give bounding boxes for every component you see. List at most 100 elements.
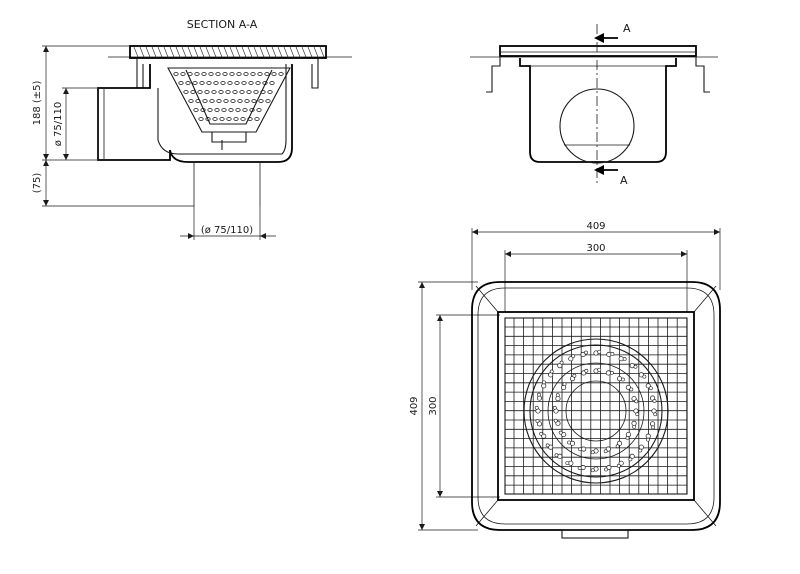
perforation bbox=[204, 90, 210, 94]
perforation bbox=[251, 99, 257, 103]
plan-perforation bbox=[603, 449, 608, 454]
dim-height-label: 188 (±5) bbox=[32, 80, 43, 125]
plan-perforation bbox=[577, 466, 582, 470]
plan-perforation bbox=[606, 464, 612, 471]
plan-perforation bbox=[620, 377, 625, 382]
corner-br bbox=[693, 499, 717, 527]
perforation bbox=[237, 99, 243, 103]
plan-perforation bbox=[634, 399, 639, 404]
perforation bbox=[253, 90, 259, 94]
outlet-tab bbox=[561, 529, 629, 539]
plan-perforation bbox=[536, 395, 543, 401]
plan-perforation bbox=[569, 440, 576, 446]
plan-perforation bbox=[580, 351, 586, 358]
side-left-flange bbox=[486, 56, 501, 93]
grate-bar bbox=[187, 46, 193, 58]
grate-frame-section bbox=[129, 45, 327, 59]
perforation bbox=[208, 72, 214, 76]
plan-perforation bbox=[590, 450, 595, 455]
perforation bbox=[222, 72, 228, 76]
plan-perforation bbox=[610, 352, 615, 356]
plan-perforation bbox=[590, 468, 595, 473]
perforation bbox=[218, 90, 224, 94]
side-right-flange bbox=[695, 56, 710, 93]
perforation bbox=[206, 81, 212, 85]
plan-perforation bbox=[571, 354, 576, 359]
plan-perforation bbox=[645, 383, 651, 389]
plan-perforation bbox=[653, 412, 658, 417]
drain-inner bbox=[157, 64, 287, 155]
perforation bbox=[202, 99, 208, 103]
plan-perforation bbox=[568, 356, 574, 362]
section-arrowhead-top bbox=[594, 33, 604, 43]
plan-perforation bbox=[605, 446, 611, 452]
perforation bbox=[234, 81, 240, 85]
plan-perforation bbox=[580, 464, 586, 471]
perforation bbox=[250, 72, 256, 76]
plan-perforation bbox=[597, 349, 602, 354]
plan-perforation bbox=[558, 430, 563, 435]
plan-perforation bbox=[536, 421, 543, 427]
perforation bbox=[194, 72, 200, 76]
plan-perforation bbox=[635, 412, 640, 417]
grate-bar bbox=[235, 46, 241, 58]
grate-bar bbox=[205, 46, 211, 58]
grate-bar bbox=[307, 46, 313, 58]
perforation bbox=[255, 81, 261, 85]
section-view: SECTION A-A 188 (±5) ø 75/11 bbox=[32, 18, 352, 240]
perforation bbox=[215, 72, 221, 76]
basket-perforations-plan bbox=[534, 349, 658, 473]
plan-perforation bbox=[542, 380, 546, 385]
section-arrowhead-bottom bbox=[594, 165, 604, 175]
plan-perforation bbox=[555, 396, 561, 402]
plan-perforation bbox=[615, 444, 620, 449]
grate-bar bbox=[229, 46, 235, 58]
grate-bar bbox=[313, 46, 319, 58]
corner-bl bbox=[475, 499, 499, 527]
perforation bbox=[264, 72, 270, 76]
plan-perforation bbox=[561, 431, 567, 438]
plan-perforation bbox=[584, 368, 589, 373]
dim-grate-height-label: 300 bbox=[428, 396, 439, 415]
perforation bbox=[241, 81, 247, 85]
drain-body bbox=[97, 64, 293, 163]
plan-perforation bbox=[584, 350, 588, 355]
perforation bbox=[257, 72, 263, 76]
plan-perforation bbox=[569, 376, 576, 382]
side-view: A A bbox=[470, 22, 718, 187]
plan-perforation bbox=[545, 443, 550, 448]
plan-perforation bbox=[604, 467, 608, 472]
perforation bbox=[183, 90, 189, 94]
perforation bbox=[221, 108, 227, 112]
perforation bbox=[216, 99, 222, 103]
perforation bbox=[198, 117, 204, 121]
grate-bar bbox=[211, 46, 217, 58]
perforation bbox=[248, 81, 254, 85]
plan-perforation bbox=[645, 433, 651, 439]
basket-foot bbox=[211, 132, 247, 143]
plan-perforation bbox=[638, 372, 644, 378]
outer-frame bbox=[471, 281, 721, 531]
grate-bar bbox=[265, 46, 271, 58]
plan-perforation bbox=[651, 425, 655, 430]
grate-bar bbox=[277, 46, 283, 58]
grate-bar bbox=[157, 46, 163, 58]
dim-outer-height-label: 409 bbox=[409, 396, 420, 415]
right-flange bbox=[311, 58, 319, 89]
perforation bbox=[178, 81, 184, 85]
perforation bbox=[258, 99, 264, 103]
grate-bar bbox=[199, 46, 205, 58]
perforation bbox=[278, 72, 284, 76]
grate-bar bbox=[295, 46, 301, 58]
perforation bbox=[256, 108, 262, 112]
perforation bbox=[185, 81, 191, 85]
basket-ring-2 bbox=[529, 344, 663, 478]
plan-perforation bbox=[646, 437, 650, 442]
plan-perforation bbox=[629, 387, 634, 392]
grate-bar bbox=[163, 46, 169, 58]
perforation bbox=[173, 72, 179, 76]
dim-inlet-label: ø 75/110 bbox=[53, 102, 64, 146]
plan-perforation bbox=[553, 418, 558, 423]
perforation bbox=[239, 90, 245, 94]
